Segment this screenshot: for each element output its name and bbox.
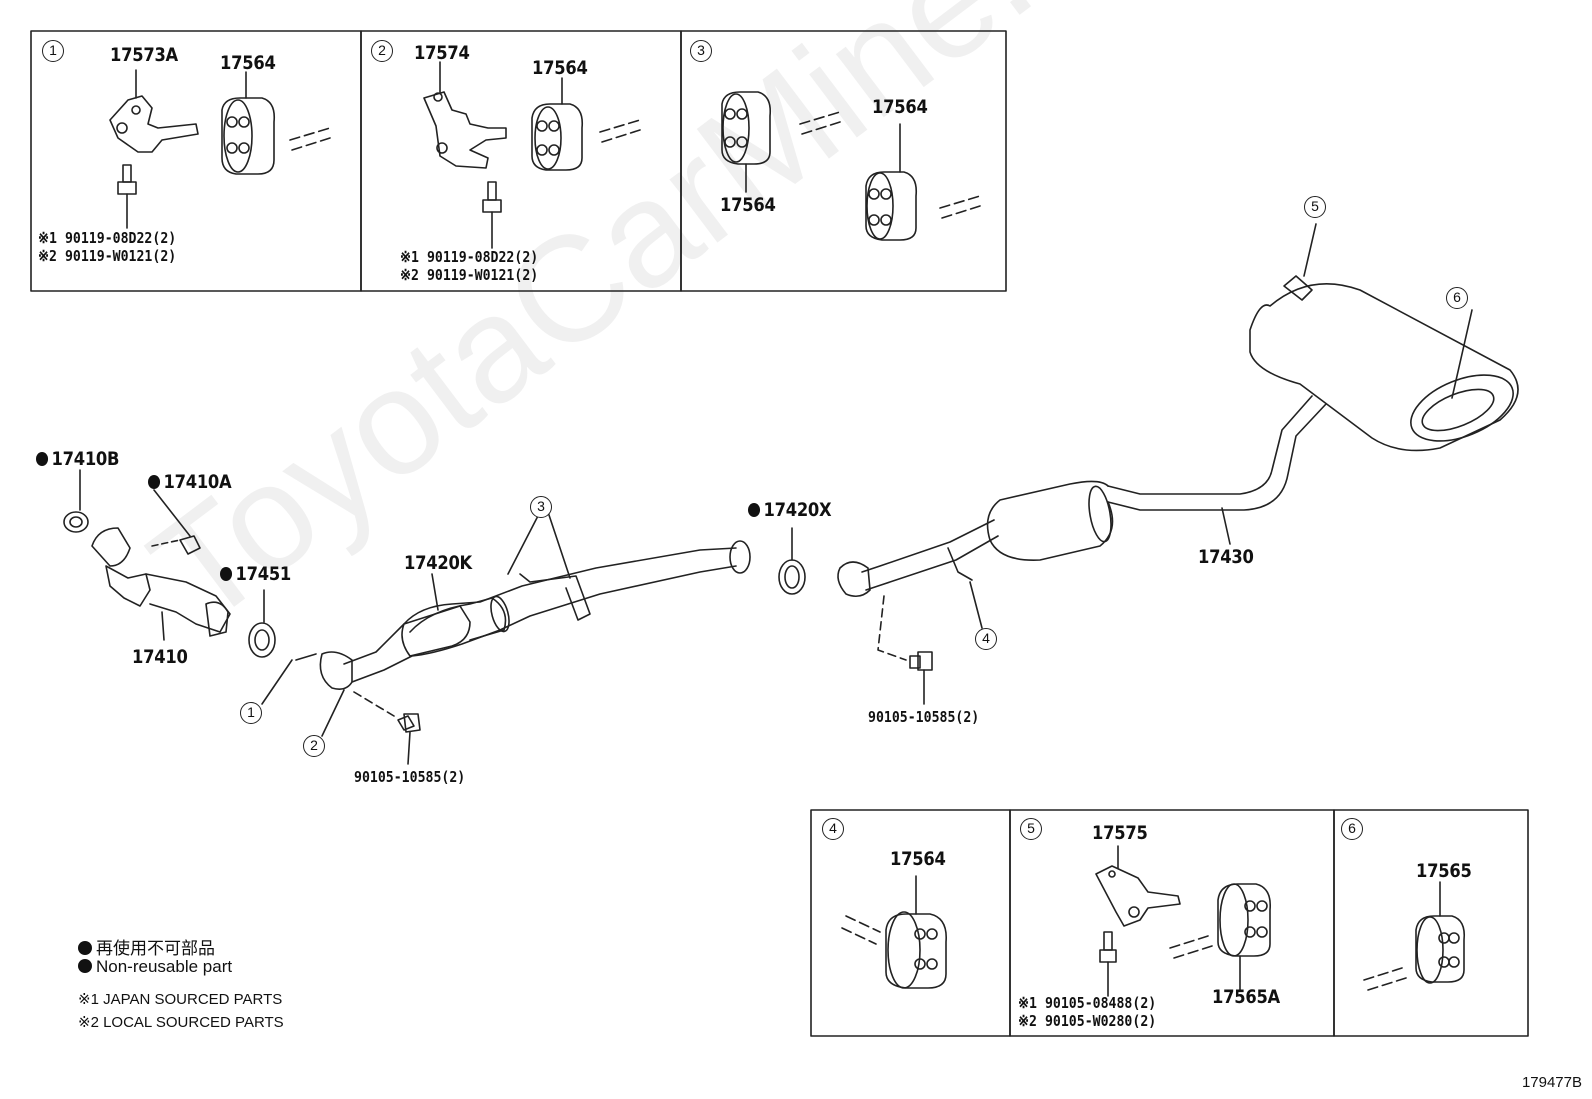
- inset6-hanger-label: 17565: [1416, 860, 1472, 882]
- inset2-hanger-label: 17564: [532, 57, 588, 79]
- inset5-bolt-note2: ※2 90105-W0280(2): [1018, 1012, 1157, 1030]
- gasket-17420x-label: 17420X: [748, 499, 832, 521]
- main-tail-pipe: [837, 395, 1327, 629]
- inset-3-number: 3: [690, 40, 712, 62]
- legend-nonreusable-en-text: Non-reusable part: [96, 957, 233, 976]
- gasket-17410b-text: 17410B: [51, 448, 120, 470]
- inset3-pin-a: [799, 111, 841, 135]
- inset-4-frame: [810, 809, 1011, 1037]
- main-bolt-left: [353, 691, 421, 765]
- inset2-bolt: [482, 181, 502, 249]
- callout-2: 2: [303, 735, 325, 757]
- nonreusable-dot-icon: [36, 452, 49, 466]
- inset-5-number: 5: [1020, 818, 1042, 840]
- inset5-pin: [1169, 935, 1213, 959]
- callout-4: 4: [975, 628, 997, 650]
- main-gasket-b: [63, 469, 89, 533]
- nut-17410a-text: 17410A: [163, 471, 232, 493]
- bolt-left-label: 90105-10585(2): [354, 768, 466, 786]
- inset1-bracket: [109, 69, 199, 153]
- main-gasket-451: [248, 589, 276, 658]
- inset4-pin: [841, 915, 881, 945]
- inset-4-number: 4: [822, 818, 844, 840]
- main-front-pipe: [91, 527, 231, 641]
- front-pipe-label: 17410: [132, 646, 188, 668]
- callout-3: 3: [530, 496, 552, 518]
- bolt-right-label: 90105-10585(2): [868, 708, 980, 726]
- inset1-bolt-note2: ※2 90119-W0121(2): [38, 247, 177, 265]
- inset3-hanger-b-label: 17564: [872, 96, 928, 118]
- gasket-17410b-label: 17410B: [36, 448, 120, 470]
- inset6-hanger: [1415, 881, 1466, 984]
- callout-1: 1: [240, 702, 262, 724]
- nonreusable-dot-icon: [148, 475, 161, 489]
- legend-note1: ※1 JAPAN SOURCED PARTS: [78, 991, 283, 1008]
- inset6-pin: [1363, 967, 1407, 991]
- tail-pipe-label: 17430: [1198, 546, 1254, 568]
- legend-note2: ※2 LOCAL SOURCED PARTS: [78, 1014, 284, 1031]
- inset2-bracket-label: 17574: [414, 42, 470, 64]
- inset-1-number: 1: [42, 40, 64, 62]
- inset-6-frame: [1333, 809, 1529, 1037]
- callout-5: 5: [1304, 196, 1326, 218]
- inset5-bracket: [1095, 845, 1181, 927]
- diagram-id: 179477B: [1521, 1074, 1582, 1091]
- gasket-17451-label: 17451: [220, 563, 291, 585]
- gasket-17451-text: 17451: [235, 563, 292, 585]
- inset5-bolt: [1099, 931, 1117, 997]
- main-gasket-x: [778, 527, 806, 595]
- inset1-bolt: [117, 164, 137, 229]
- main-bolt-right: [877, 595, 933, 705]
- callout-6: 6: [1446, 287, 1468, 309]
- inset2-bolt-note1: ※1 90119-08D22(2): [400, 248, 539, 266]
- inset1-bolt-note1: ※1 90119-08D22(2): [38, 229, 177, 247]
- inset1-bracket-label: 17573A: [110, 44, 178, 66]
- inset5-hanger-label: 17565A: [1212, 986, 1280, 1008]
- inset5-hanger: [1217, 883, 1272, 991]
- nut-17410a-label: 17410A: [148, 471, 232, 493]
- inset2-bracket: [423, 61, 507, 169]
- inset2-hanger: [531, 77, 584, 171]
- legend-nonreusable-jp: 再使用不可部品: [78, 934, 215, 959]
- inset3-pin-b: [939, 195, 981, 219]
- nonreusable-dot-icon: [748, 503, 761, 517]
- inset2-bolt-note2: ※2 90119-W0121(2): [400, 266, 539, 284]
- inset3-hanger-a: [721, 91, 772, 193]
- inset2-pin: [599, 119, 641, 143]
- nonreusable-dot-icon: [220, 567, 233, 581]
- legend-nonreusable-en: Non-reusable part: [78, 957, 232, 977]
- center-pipe-label: 17420K: [404, 552, 472, 574]
- main-center-pipe: [261, 511, 751, 737]
- legend-nonreusable-jp-text: 再使用不可部品: [96, 939, 215, 958]
- gasket-17420x-text: 17420X: [763, 499, 832, 521]
- inset4-hanger: [885, 875, 947, 989]
- inset-3-frame: [680, 30, 1007, 292]
- inset3-hanger-a-label: 17564: [720, 194, 776, 216]
- inset-2-number: 2: [371, 40, 393, 62]
- inset1-hanger: [221, 71, 276, 175]
- inset5-bolt-note1: ※1 90105-08488(2): [1018, 994, 1157, 1012]
- legend-dot-icon: [78, 941, 92, 955]
- inset5-bracket-label: 17575: [1092, 822, 1148, 844]
- main-muffler: [1249, 223, 1519, 452]
- inset3-hanger-b: [865, 123, 918, 241]
- inset4-hanger-label: 17564: [890, 848, 946, 870]
- legend-dot-icon: [78, 959, 92, 973]
- inset-6-number: 6: [1341, 818, 1363, 840]
- main-nut-a: [151, 489, 201, 555]
- inset1-pin: [289, 127, 331, 151]
- inset1-hanger-label: 17564: [220, 52, 276, 74]
